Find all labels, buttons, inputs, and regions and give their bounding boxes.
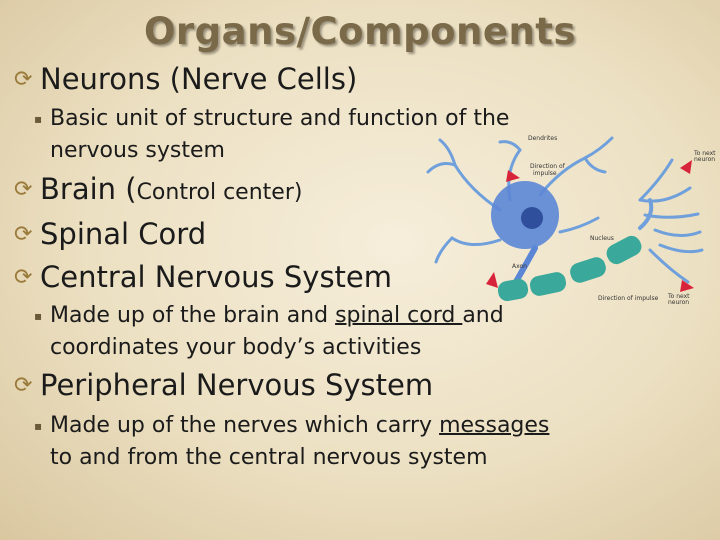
label-direction-1: Direction of [530, 163, 566, 170]
axon [497, 198, 654, 302]
item-text: Peripheral Nervous System [40, 368, 434, 402]
label-dendrites: Dendrites [528, 135, 557, 142]
bullet-icon: ⟳ [14, 67, 33, 92]
label-direction-2: impulse [533, 170, 557, 177]
slide-title: Organs/Components [143, 10, 577, 53]
item-text: Spinal Cord [40, 217, 207, 251]
item-text: Made up of the brain and spinal cord and… [34, 300, 554, 364]
item-text: Made up of the nerves which carry messag… [34, 410, 554, 474]
text-pre: Made up of the nerves which carry [50, 413, 440, 438]
text-pre: Made up of the brain and [50, 303, 336, 328]
label-to-next-top-1: To next [693, 150, 716, 157]
bullet-square-icon: ▪ [34, 309, 43, 323]
impulse-arrows [486, 160, 694, 292]
item-text: Neurons (Nerve Cells) [40, 62, 358, 96]
text-post: and coordinates your body’s activities [50, 303, 504, 360]
bullet-square-icon: ▪ [34, 112, 43, 126]
text-post: to and from the central nervous system [50, 445, 488, 470]
bullet-icon: ⟳ [14, 373, 33, 398]
underlined-text: messages [439, 413, 550, 438]
item-cns: ⟳ Central Nervous System [14, 260, 392, 295]
item-pns: ⟳ Peripheral Nervous System [14, 368, 433, 403]
label-to-next-bottom-1: To next [667, 293, 690, 300]
label-to-next-bottom-2: neuron [668, 299, 689, 306]
item-pns-detail: ▪ Made up of the nerves which carry mess… [34, 410, 554, 474]
bullet-icon: ⟳ [14, 177, 33, 202]
item-spinal-cord: ⟳ Spinal Cord [14, 217, 206, 252]
item-text-prefix: Brain ( [40, 172, 137, 206]
item-text: Basic unit of structure and function of … [50, 106, 510, 163]
bullet-square-icon: ▪ [34, 419, 43, 433]
bullet-icon: ⟳ [14, 265, 33, 290]
underlined-text: spinal cord [335, 303, 463, 328]
item-text-rest: Control center) [136, 180, 303, 205]
dendrites [426, 136, 704, 284]
item-neurons: ⟳ Neurons (Nerve Cells) [14, 62, 357, 97]
bullet-icon: ⟳ [14, 222, 33, 247]
label-axon: Axon [512, 263, 527, 270]
nucleus [521, 207, 543, 229]
label-nucleus: Nucleus [590, 235, 614, 242]
item-neurons-detail: ▪ Basic unit of structure and function o… [34, 103, 554, 167]
item-cns-detail: ▪ Made up of the brain and spinal cord a… [34, 300, 554, 364]
item-brain: ⟳ Brain (Control center) [14, 172, 302, 210]
label-direction-bottom: Direction of impulse [598, 295, 659, 302]
item-text: Central Nervous System [40, 260, 393, 294]
label-to-next-top-2: neuron [694, 156, 715, 163]
diagram-labels: Dendrites Direction of impulse Nucleus A… [512, 135, 716, 306]
